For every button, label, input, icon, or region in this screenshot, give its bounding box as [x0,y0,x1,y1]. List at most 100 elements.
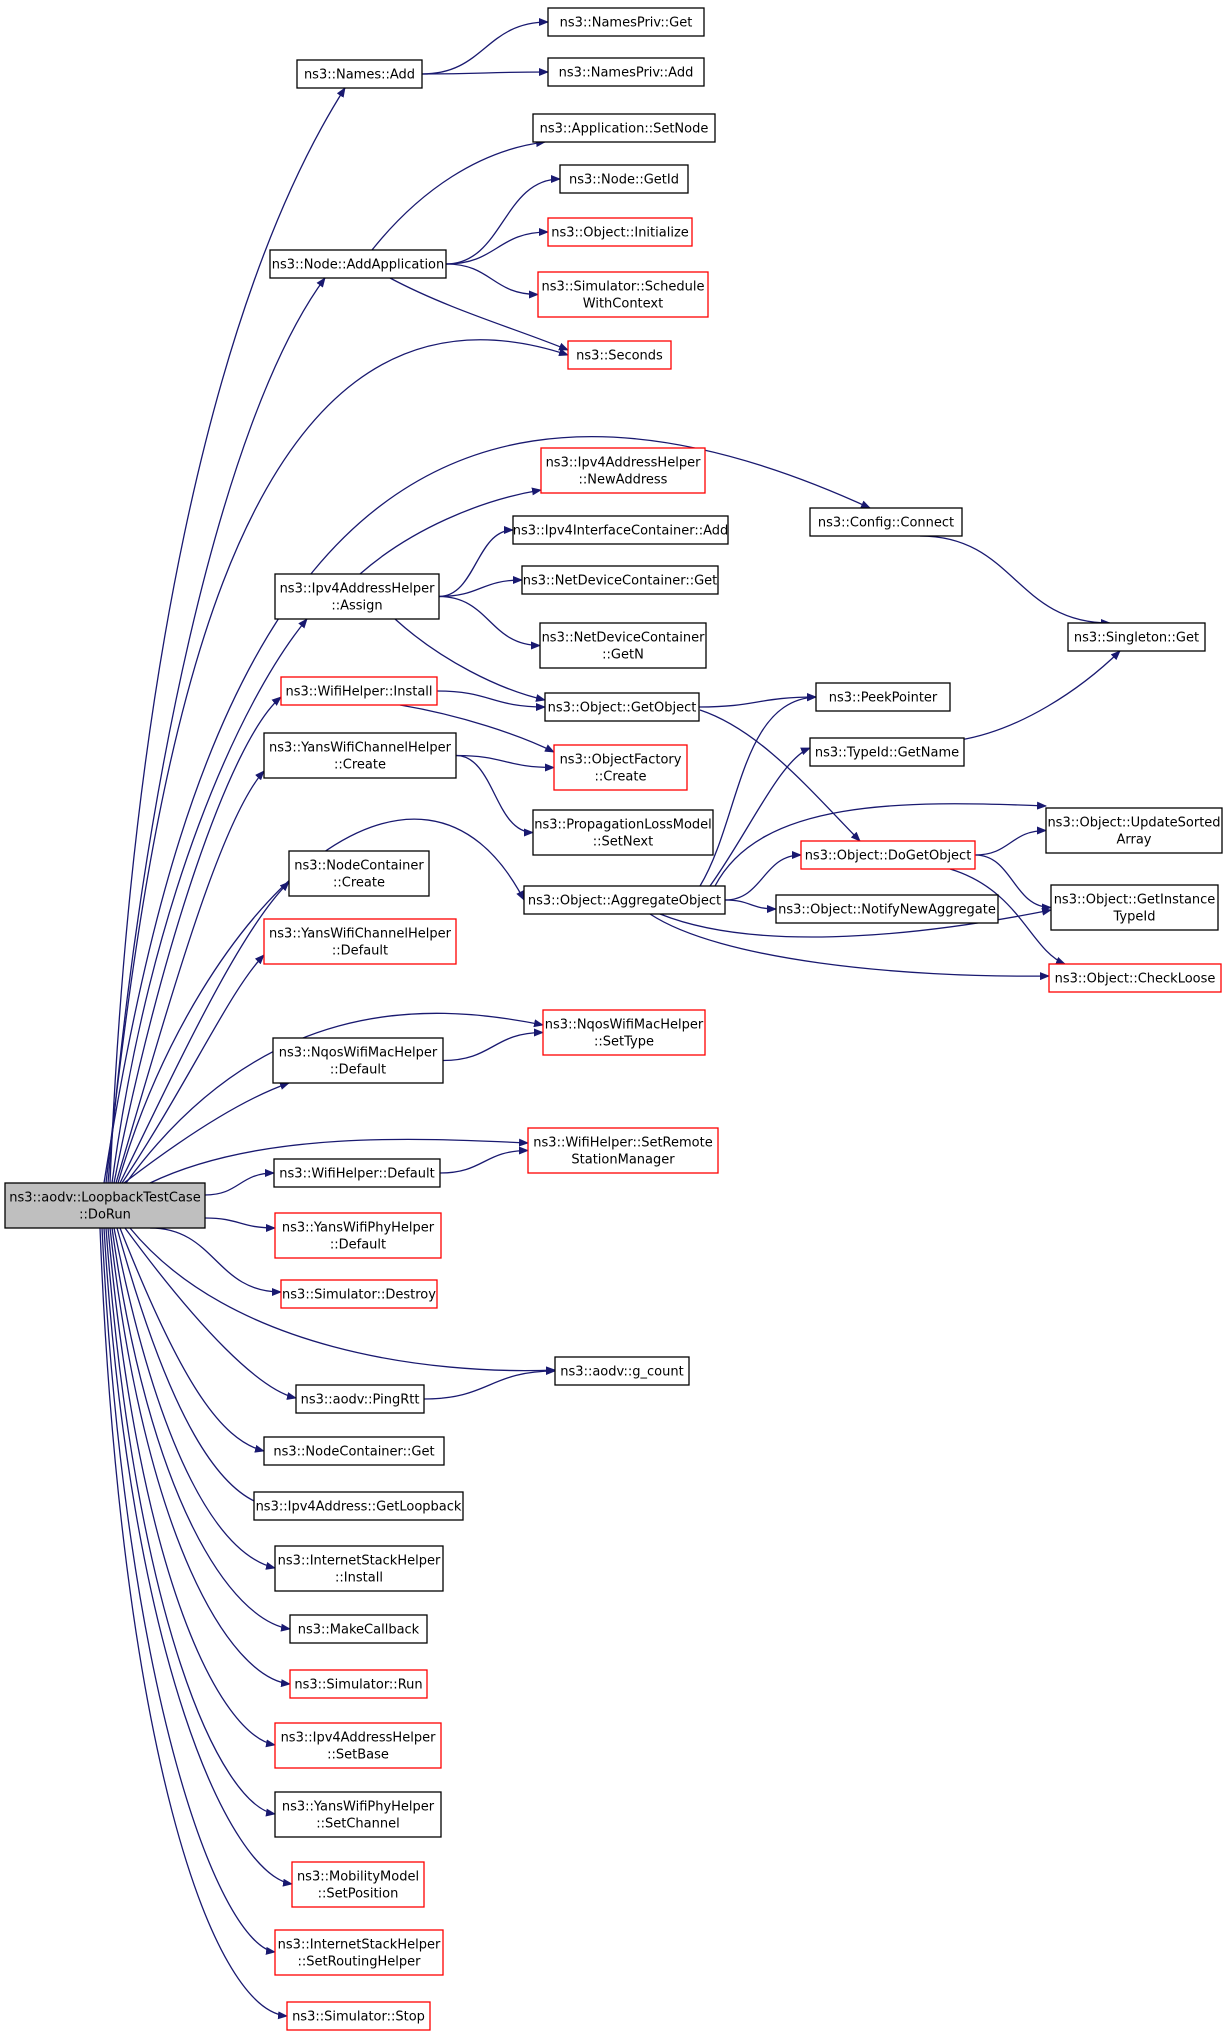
call-edge-root-to-wifihelper_default [204,1169,275,1196]
function-node-box [263,1436,445,1466]
function-node-label: ns3::aodv::LoopbackTestCase [9,1191,200,1206]
function-node-box [521,565,719,595]
call-edge-line [119,881,290,1184]
function-node-namespriv-add[interactable]: ns3::NamesPriv::Add [547,57,705,87]
function-node-netdev-get[interactable]: ns3::NetDeviceContainer::Get [521,565,719,595]
function-node-yanschan-default[interactable]: ns3::YansWifiChannelHelper::Default [263,918,457,965]
function-node-nqosmac-default[interactable]: ns3::NqosWifiMacHelper::Default [272,1037,444,1084]
call-edge-line [423,1367,556,1400]
function-node-sim-destroy[interactable]: ns3::Simulator::Destroy [280,1279,438,1309]
function-node-ipv4addrhelper-newaddr[interactable]: ns3::Ipv4AddressHelper::NewAddress [540,447,706,494]
function-node-object-checkloose[interactable]: ns3::Object::CheckLoose [1048,963,1222,993]
call-edge-root-to-sim_destroy [149,1227,282,1296]
function-node-label: ns3::Simulator::Schedule [541,280,704,295]
function-node-label: ns3::Object::NotifyNewAggregate [778,903,996,918]
function-node-makecallback[interactable]: ns3::MakeCallback [289,1614,428,1644]
call-edge-line [204,1217,276,1232]
function-node-label: ns3::Seconds [576,349,663,364]
call-edge-root-to-mobility_setpos [103,1227,293,1887]
call-edge-wifihelper_install-to-object_getobject [436,690,546,711]
call-edge-object_aggregate-to-object_notifynewagg [724,899,777,913]
function-node-label: ns3::WifiHelper::Install [285,685,432,700]
function-node-wifihelper-default[interactable]: ns3::WifiHelper::Default [273,1158,441,1188]
function-node-node-addapp[interactable]: ns3::Node::AddApplication [269,249,447,279]
function-node-label: ::SetNext [593,835,653,850]
function-node-box [567,340,672,370]
function-node-seconds[interactable]: ns3::Seconds [567,340,672,370]
call-edge-line [974,854,1052,912]
function-node-label: ::Default [330,1238,386,1253]
function-node-namespriv-get[interactable]: ns3::NamesPriv::Get [547,7,705,37]
function-node-typeid-getname[interactable]: ns3::TypeId::GetName [809,737,965,767]
function-node-object-notifynewagg[interactable]: ns3::Object::NotifyNewAggregate [775,894,999,924]
call-edge-line [113,696,282,1184]
function-node-node-getid[interactable]: ns3::Node::GetId [559,164,689,194]
function-node-label: ns3::Object::Initialize [551,226,689,241]
call-edge-line [919,535,1111,627]
function-node-yansphy-setchannel[interactable]: ns3::YansWifiPhyHelper::SetChannel [274,1791,442,1838]
function-node-box [272,1037,444,1084]
function-node-netdev-getn[interactable]: ns3::NetDeviceContainer::GetN [539,622,707,669]
call-edge-ipv4addrhelper_assign-to-netdev_get [438,576,523,598]
function-node-nqosmac-settype[interactable]: ns3::NqosWifiMacHelper::SetType [542,1009,706,1056]
call-edge-line [445,263,539,299]
function-node-ipv4addr-getloopback[interactable]: ns3::Ipv4Address::GetLoopback [253,1491,464,1521]
function-node-label: StationManager [571,1153,675,1168]
function-node-label: ns3::Object::AggregateObject [528,894,721,909]
function-node-mobility-setpos[interactable]: ns3::MobilityModel::SetPosition [291,1861,425,1908]
call-edge-line [111,618,308,1184]
function-node-config-connect[interactable]: ns3::Config::Connect [809,507,963,537]
function-node-object-getobject[interactable]: ns3::Object::GetObject [544,692,700,722]
call-edge-line [149,1227,282,1296]
function-node-box [269,249,447,279]
function-node-object-aggregate[interactable]: ns3::Object::AggregateObject [523,885,726,915]
call-edge-line [974,826,1047,856]
function-node-names-add[interactable]: ns3::Names::Add [296,59,423,89]
function-node-wifihelper-install[interactable]: ns3::WifiHelper::Install [280,676,438,706]
function-node-yanschan-create[interactable]: ns3::YansWifiChannelHelper::Create [263,732,457,779]
call-edge-line [124,1227,297,1400]
function-node-inetstack-install[interactable]: ns3::InternetStackHelper::Install [274,1545,444,1592]
function-node-singleton-get[interactable]: ns3::Singleton::Get [1067,622,1206,652]
call-edge-line [103,1227,293,1887]
function-node-objfactory-create[interactable]: ns3::ObjectFactory::Create [553,744,688,791]
function-node-box [291,1861,425,1908]
function-node-nodecontainer-create[interactable]: ns3::NodeContainer::Create [288,850,430,897]
call-edge-line [724,899,777,913]
function-node-label: ns3::NetDeviceContainer [542,631,706,646]
function-node-aodv-gcount[interactable]: ns3::aodv::g_count [554,1356,690,1386]
function-node-nodecontainer-get[interactable]: ns3::NodeContainer::Get [263,1436,445,1466]
function-node-proploss-setnext[interactable]: ns3::PropagationLossModel::SetNext [532,809,714,856]
function-node-label: ns3::NqosWifiMacHelper [545,1018,704,1033]
function-node-label: ns3::Object::UpdateSorted [1047,816,1220,831]
function-node-label: ns3::Singleton::Get [1074,631,1199,646]
call-edge-object_getobject-to-object_dogetobject [699,709,861,842]
function-node-label: ns3::YansWifiPhyHelper [282,1221,435,1236]
function-node-object-dogetobject[interactable]: ns3::Object::DoGetObject [800,840,976,870]
function-node-app-setnode[interactable]: ns3::Application::SetNode [532,113,716,143]
function-node-yansphy-default[interactable]: ns3::YansWifiPhyHelper::Default [274,1212,442,1259]
call-edge-root-to-ipv4addrhelper_setbase [107,1227,276,1748]
function-node-ipv4addrhelper-assign[interactable]: ns3::Ipv4AddressHelper::Assign [274,573,440,620]
function-node-label: ns3::Object::DoGetObject [805,849,972,864]
call-edge-line [107,277,326,1184]
function-node-sim-stop[interactable]: ns3::Simulator::Stop [286,2001,431,2031]
function-node-peekpointer[interactable]: ns3::PeekPointer [815,682,951,712]
call-edge-typeid_getname-to-singleton_get [959,650,1121,741]
function-node-label: ns3::Node::AddApplication [272,258,445,273]
function-node-aodv-pingrtt[interactable]: ns3::aodv::PingRtt [295,1384,425,1414]
function-node-ipv4addrhelper-setbase[interactable]: ns3::Ipv4AddressHelper::SetBase [274,1722,442,1769]
function-node-box [542,1009,706,1056]
function-node-object-initialize[interactable]: ns3::Object::Initialize [547,217,693,247]
function-node-root[interactable]: ns3::aodv::LoopbackTestCase::DoRun [4,1182,206,1229]
function-node-inetstack-setrouting[interactable]: ns3::InternetStackHelper::SetRoutingHelp… [274,1929,444,1976]
function-node-sim-run[interactable]: ns3::Simulator::Run [289,1669,428,1699]
function-node-box [512,515,729,545]
function-node-ipv4ifc-add[interactable]: ns3::Ipv4InterfaceContainer::Add [512,515,729,545]
call-edge-line [959,650,1121,741]
call-edge-root-to-nodecontainer_create [119,881,290,1184]
